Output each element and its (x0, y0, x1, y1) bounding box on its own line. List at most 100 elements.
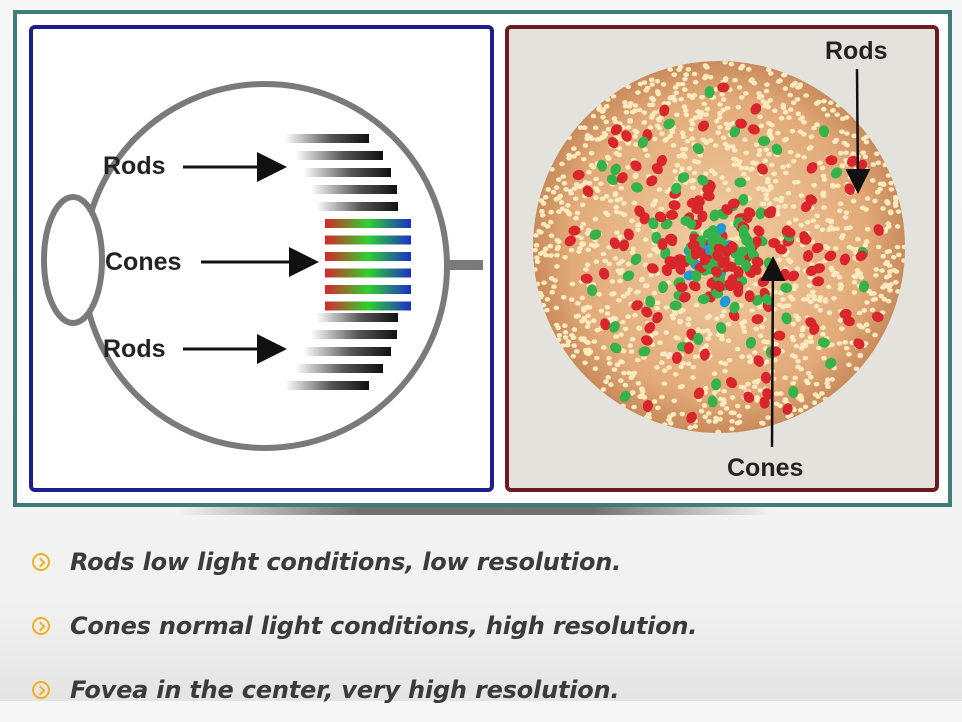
rod-cell (887, 209, 894, 215)
rod-cell (592, 366, 599, 372)
rod-cell (803, 93, 809, 98)
rod-cell (580, 221, 587, 227)
rod-cell (722, 180, 728, 186)
rod-cell (677, 309, 684, 315)
rod-cell (858, 275, 864, 280)
rod-cell (887, 288, 893, 293)
cone-cell (691, 203, 704, 214)
rod-cell (602, 258, 608, 264)
rod-cell (548, 219, 554, 225)
rod-cell (592, 216, 599, 222)
rod-cell (533, 243, 540, 248)
rod-cell (785, 190, 792, 196)
cone-cell (846, 155, 858, 167)
rod-cell (829, 268, 836, 273)
rod-cell (782, 397, 789, 402)
rod-cell (749, 308, 755, 313)
rod-cell (894, 244, 901, 250)
rod-cell (612, 256, 619, 261)
rod-cell (819, 391, 825, 396)
rod-cell (633, 142, 639, 147)
rod-cell (553, 196, 560, 202)
rod-cell (672, 372, 679, 377)
cone-cell (680, 215, 693, 227)
rod-cell (786, 115, 792, 120)
rod-cell (707, 332, 713, 337)
rod-cell (566, 135, 572, 141)
rod-cell (790, 380, 796, 386)
cone-cell (659, 104, 670, 117)
rod-cell (582, 143, 589, 148)
rod-cell (572, 186, 578, 191)
rod-cell (795, 111, 802, 116)
rod-cell (581, 317, 588, 323)
rod-cell (625, 291, 631, 296)
rod-cell (632, 103, 639, 108)
rod-cell (863, 322, 870, 327)
rod-cell (865, 328, 871, 333)
rod-cell (758, 123, 764, 129)
retina-panel: Rods Cones (505, 25, 939, 492)
rod-cell (759, 324, 765, 330)
rod-cell (721, 309, 727, 314)
rod-cell (604, 154, 611, 160)
cone-cell (671, 182, 682, 195)
rod-cell (586, 347, 592, 353)
rod-cell (831, 272, 837, 278)
rod-cell (810, 289, 816, 295)
rod-cell (562, 255, 568, 260)
rod-cell (566, 211, 573, 217)
cone-cell (646, 175, 658, 187)
rod-cell (720, 107, 727, 113)
rod-cell (775, 130, 781, 136)
rod-cell (743, 91, 749, 96)
rod-cell (579, 337, 585, 343)
rod-cell (631, 200, 638, 206)
rod-cell (679, 166, 685, 171)
rod-cell (839, 129, 845, 135)
rod-cell (844, 142, 850, 148)
cone-cell (788, 385, 799, 398)
rod-cell (755, 378, 761, 384)
cone-cell (572, 169, 585, 181)
rod-cell (705, 336, 711, 341)
rod-cell (780, 164, 786, 170)
rod-cell (715, 130, 721, 135)
rod-cell (864, 300, 870, 305)
cone-cell (742, 211, 753, 223)
cone-cell (824, 250, 837, 262)
rod-cell (881, 297, 888, 302)
rod-cell (622, 103, 629, 109)
rod-cell (863, 134, 870, 140)
rod-cell (666, 365, 672, 370)
rod-cell (725, 187, 732, 193)
rod-cell (692, 354, 699, 360)
rod-cell (778, 115, 785, 121)
cone-cell (639, 212, 650, 225)
rod-cell (585, 247, 591, 252)
cone-cell (644, 322, 656, 334)
rod-cell (806, 371, 812, 376)
rod-cell (648, 115, 655, 120)
rod-cell (699, 94, 705, 100)
rod-cell (574, 349, 580, 354)
rod-cell (748, 78, 754, 84)
rod-cell (775, 204, 782, 210)
rod-cell (822, 396, 829, 402)
rod-cell (778, 195, 785, 201)
rod-cell (621, 201, 627, 206)
rod-cell (536, 228, 542, 234)
rod-cell (556, 209, 562, 214)
rod-cell (604, 104, 610, 109)
rod-cell (739, 321, 745, 326)
rod-cell (801, 297, 807, 302)
rod-cell (833, 137, 840, 143)
cone-cell (721, 204, 733, 215)
rod-cell (748, 167, 754, 172)
rod-cell (817, 307, 824, 313)
cone-cell (741, 259, 752, 272)
rod-cell (614, 197, 620, 203)
rod-cell (571, 343, 577, 348)
rod-cell (804, 219, 811, 225)
cone-cell (645, 295, 656, 308)
